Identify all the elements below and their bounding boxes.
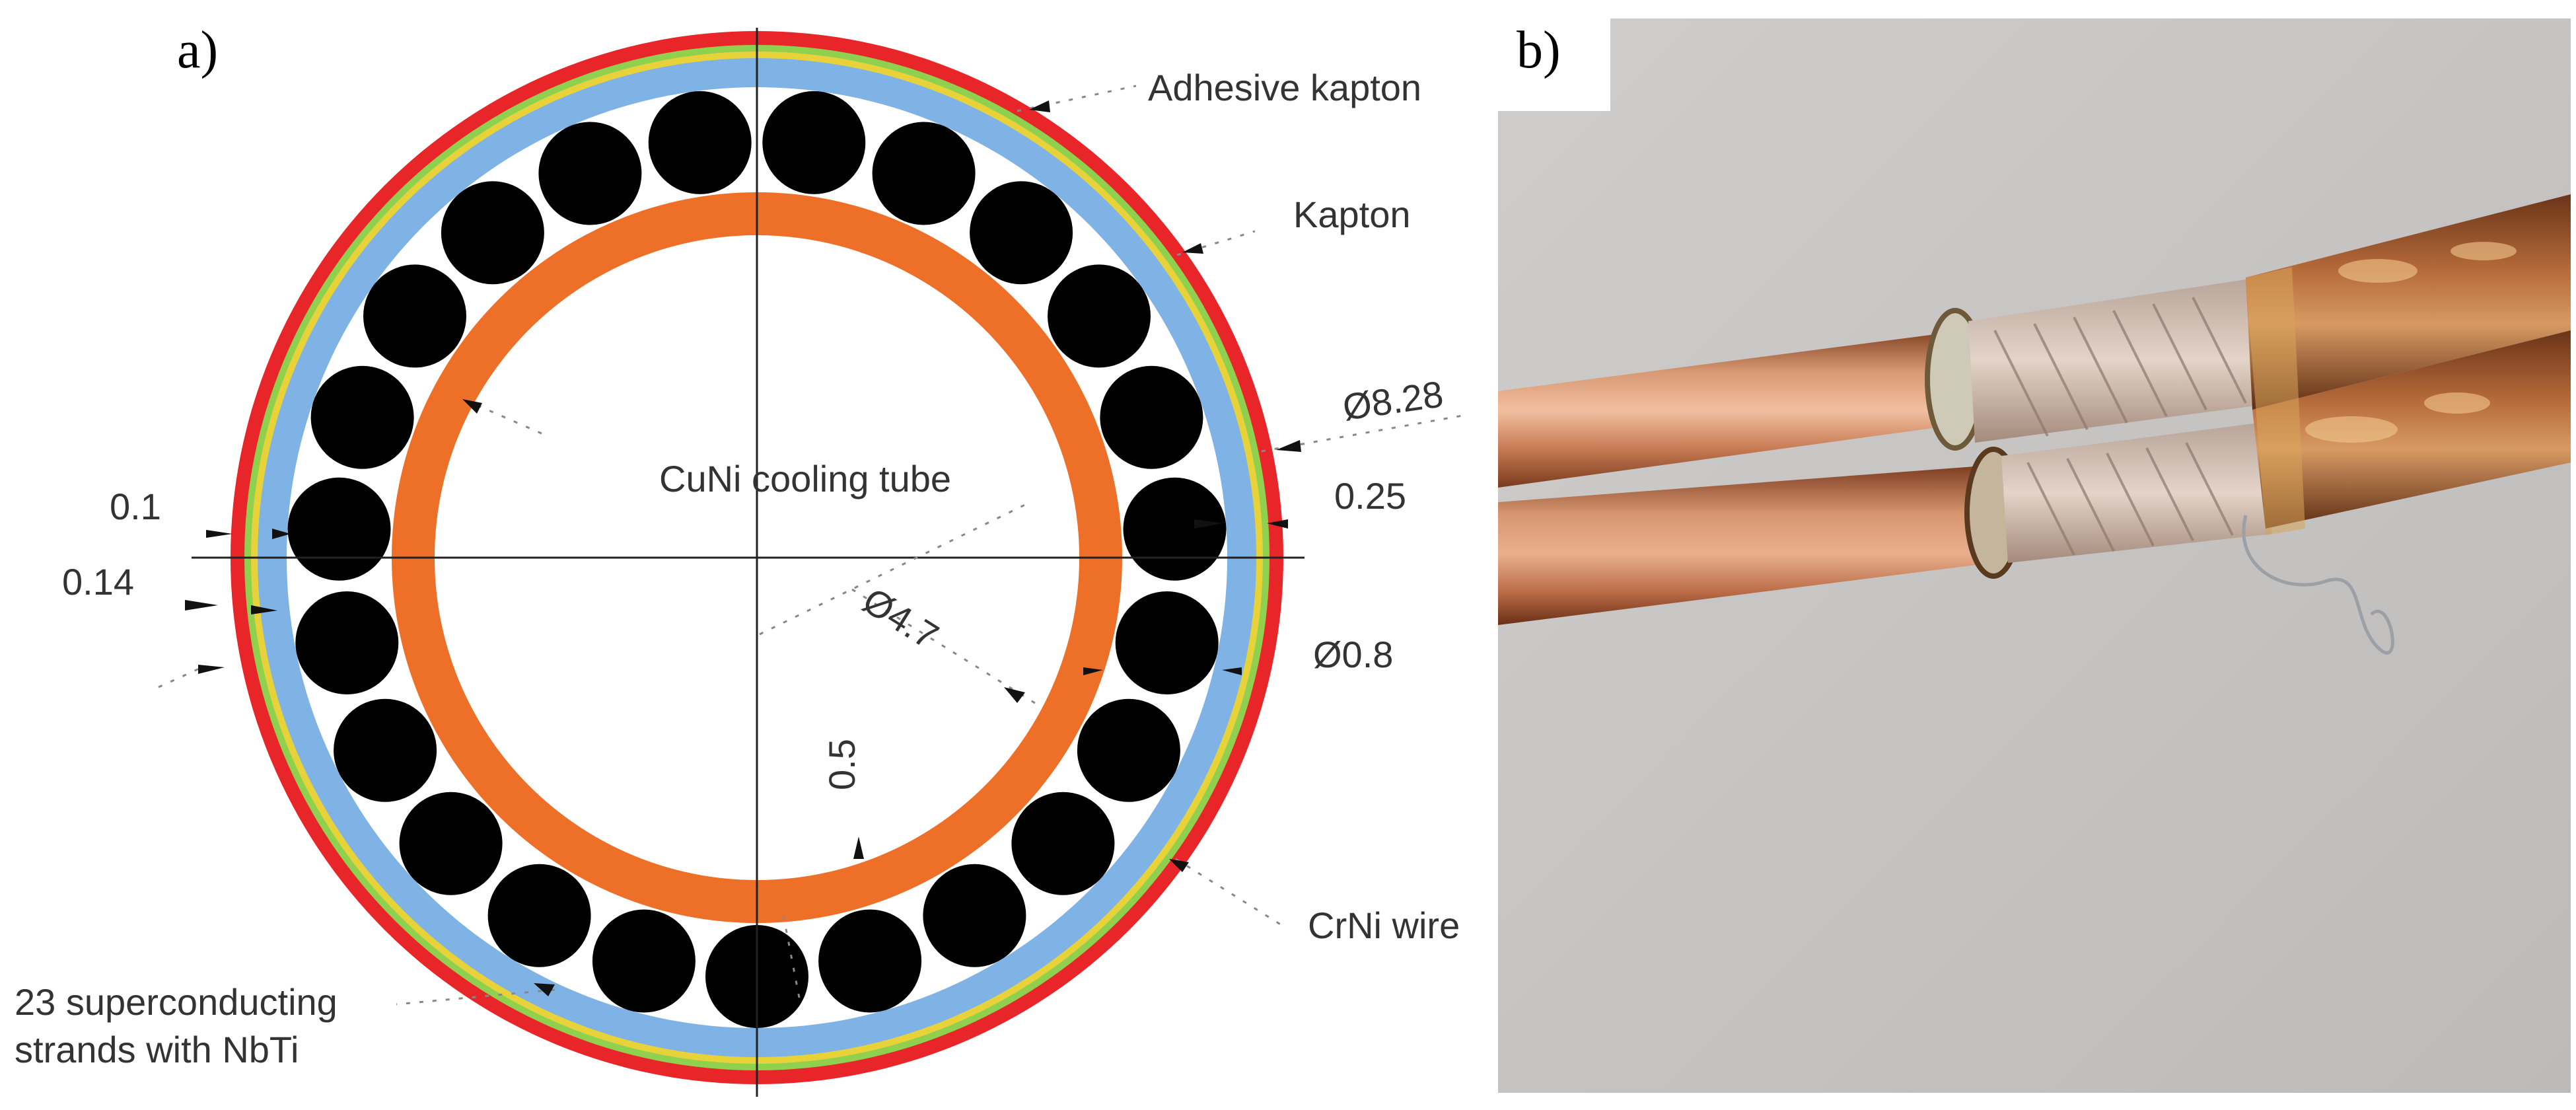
panel-b-label: b) [1517,21,1561,79]
panel-b-photo: b) [1498,18,2571,1093]
panel-b-label-box [1498,18,1610,111]
strand [399,792,503,895]
leader-lines [158,85,1467,1006]
strand [970,181,1073,285]
strand [441,181,544,285]
strand [1100,365,1203,469]
strand [287,477,391,581]
superconducting-strands [287,91,1227,1028]
strand [363,264,466,368]
strand [923,864,1026,967]
strand [1123,477,1227,581]
dim-outer-diameter: Ø8.28 [1340,373,1446,428]
callout-kapton: Kapton [1293,194,1411,235]
callout-strands-line2: strands with NbTi [15,1029,299,1070]
strand [487,864,591,967]
dim-adhesive-thickness: 0.1 [110,486,161,527]
dim-tube-wall: 0.5 [821,739,863,790]
strand [295,591,399,694]
strand [818,909,922,1013]
strand-cable-lower [2001,423,2272,563]
strand [310,365,414,469]
callout-cuni-tube: CuNi cooling tube [659,458,951,500]
strand [1077,698,1180,802]
crni-wire-loose [2242,515,2394,655]
dim-layer-thickness: 0.14 [62,561,134,603]
tape-edge-highlight [2246,267,2305,535]
center-axes [192,28,1305,1097]
strand [1048,264,1151,368]
strand-cable-upper [1968,278,2266,443]
dim-kapton-thickness: 0.25 [1334,475,1406,517]
strand [872,122,976,225]
panel-a-cross-section: a) [15,21,1467,1097]
strand [762,91,866,194]
dim-strand-diameter: Ø0.8 [1313,634,1393,675]
strand [592,909,696,1013]
copper-tube-upper [1498,334,1942,488]
callout-adhesive-kapton: Adhesive kapton [1148,67,1421,108]
callout-crni-wire: CrNi wire [1308,905,1460,946]
dimension-arrows [185,519,1288,859]
strand-texture [1993,297,2247,556]
copper-tube-lower [1498,466,1982,625]
tape-glints [2305,242,2517,443]
strand [538,122,642,225]
panel-a-label: a) [177,21,218,79]
strand [1115,591,1219,694]
strand [334,698,437,802]
callout-strands-line1: 23 superconducting [15,981,338,1023]
strand [648,91,752,194]
kapton-wrap-lower [2252,330,2571,529]
strand [1011,792,1115,895]
